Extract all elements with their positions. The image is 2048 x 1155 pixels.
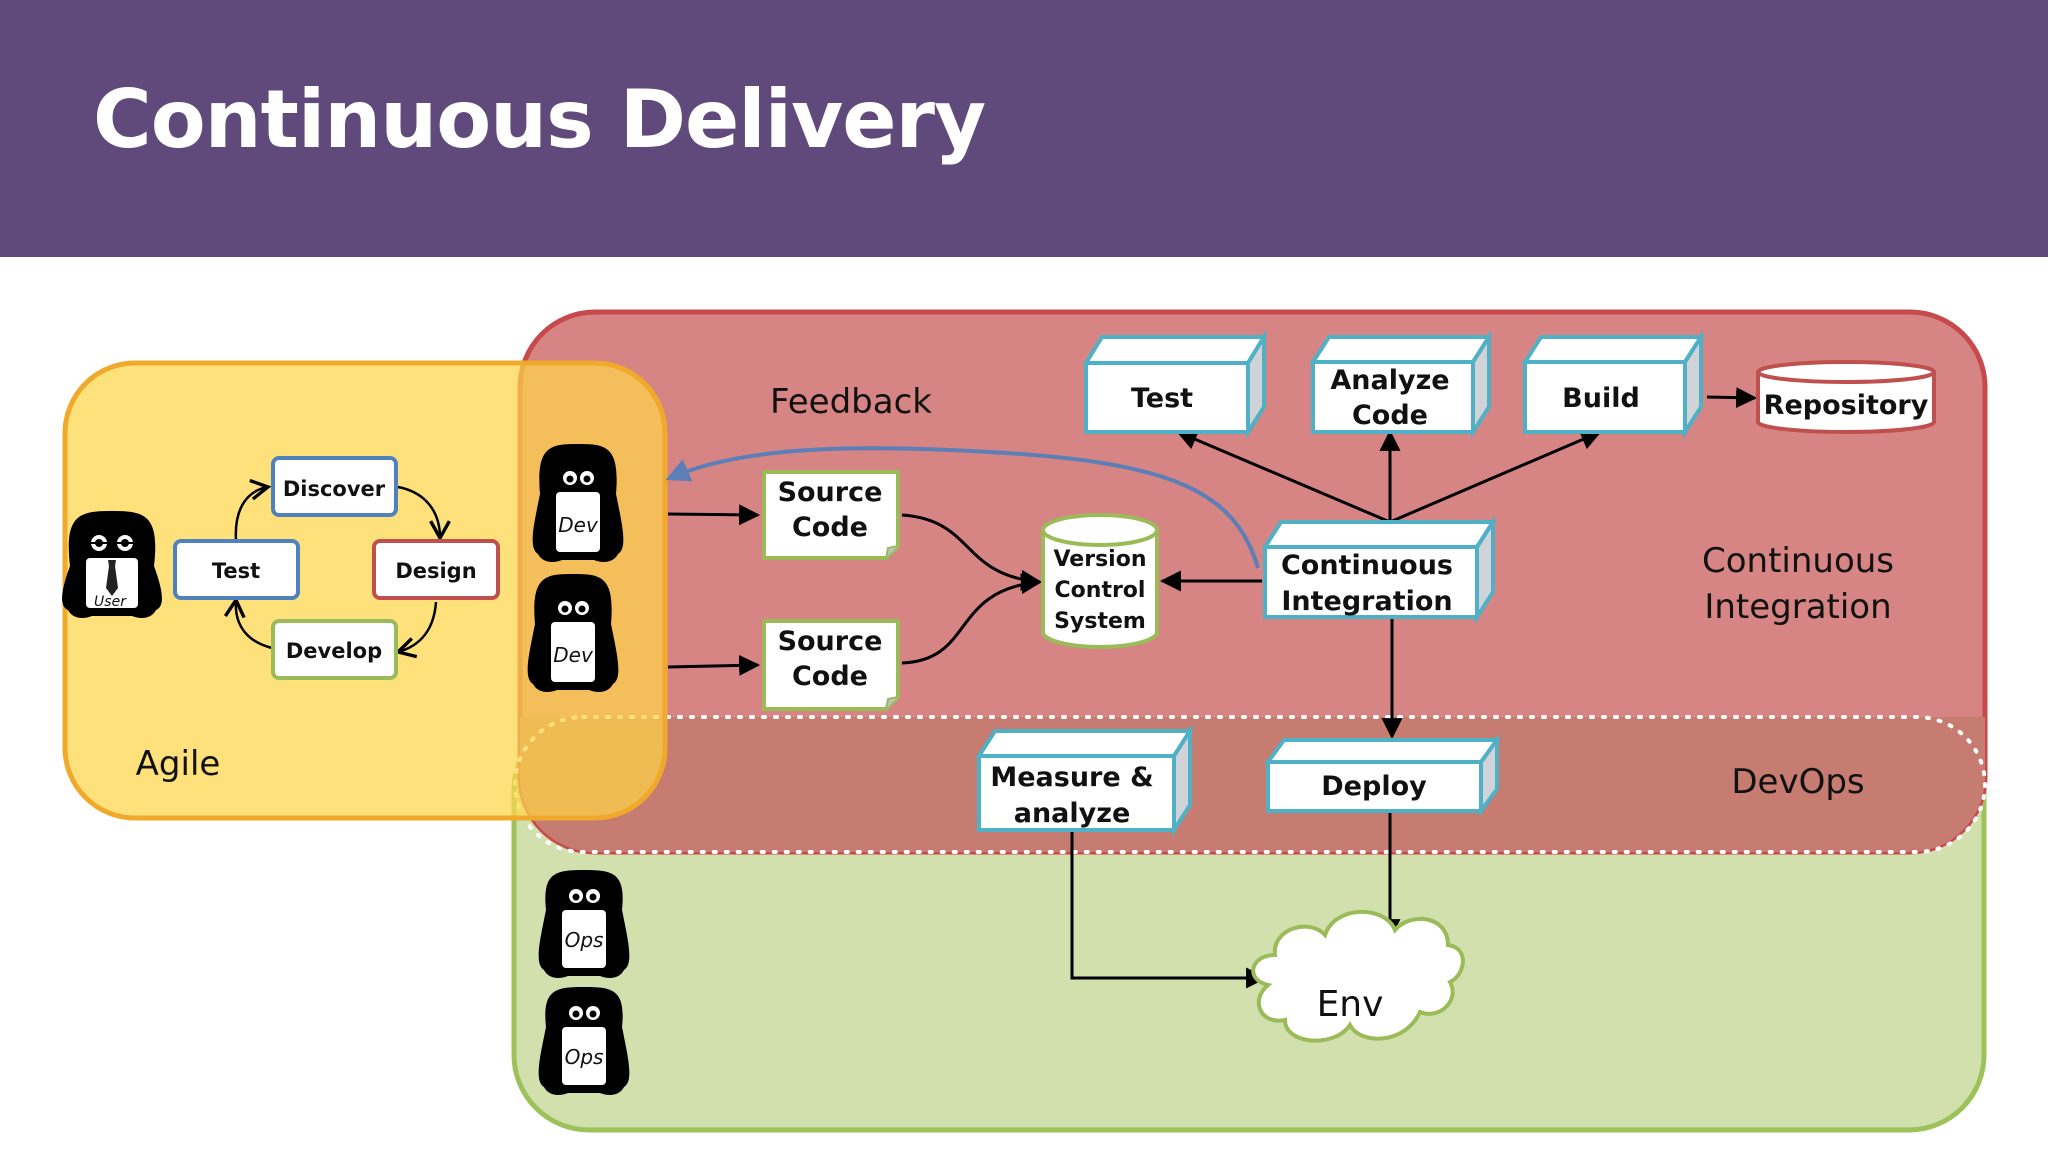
vcs-line1: Version (1053, 547, 1146, 572)
ci-box-line2: Integration (1281, 586, 1452, 617)
develop-label: Develop (286, 639, 382, 663)
continuous-integration-box: Continuous Integration (1261, 515, 1497, 624)
env-cloud-icon: Env (1251, 909, 1465, 1043)
vcs-line2: Control (1055, 578, 1146, 603)
ops-2-label: Ops (565, 1045, 604, 1069)
dev-icon-1: Dev (532, 444, 624, 562)
dev-2-label: Dev (553, 643, 594, 667)
analyze-code-box: Analyze Code (1309, 330, 1493, 439)
devops-label: DevOps (1731, 762, 1864, 802)
source-code-doc-2: Source Code (762, 619, 900, 711)
feedback-arrow (665, 446, 1260, 569)
source-code-2-line1: Source (778, 626, 883, 657)
discover-box: Discover (271, 456, 398, 517)
dev-1-label: Dev (558, 513, 599, 537)
test-agile-label: Test (212, 559, 260, 583)
measure-line1: Measure & (990, 762, 1153, 793)
ops-icon-2: Ops (538, 987, 630, 1095)
feedback-label: Feedback (770, 382, 932, 422)
measure-line2: analyze (1014, 798, 1131, 829)
slide-title: Continuous Delivery (93, 73, 986, 166)
ops-icon-1: Ops (538, 870, 630, 978)
test-box-agile: Test (173, 539, 300, 600)
user-icon: User (62, 511, 162, 618)
build-label: Build (1562, 383, 1640, 414)
source-code-1-line2: Code (792, 512, 868, 543)
devops-band (520, 717, 1985, 852)
repository-label: Repository (1764, 390, 1929, 421)
user-label: User (94, 594, 127, 610)
test-label: Test (1131, 383, 1193, 414)
agile-label: Agile (136, 744, 221, 784)
build-box: Build (1521, 330, 1705, 439)
ci-region-label-line1: Continuous (1702, 541, 1894, 581)
analyze-line1: Analyze (1330, 365, 1449, 396)
version-control-cylinder: Version Control System (1041, 513, 1159, 649)
source-code-doc-1: Source Code (762, 470, 900, 560)
discover-label: Discover (283, 477, 386, 501)
vcs-line3: System (1054, 609, 1146, 634)
repository-cylinder: Repository (1756, 360, 1936, 434)
ci-region-label-line2: Integration (1704, 587, 1891, 627)
measure-analyze-box: Measure & analyze (975, 724, 1194, 837)
deploy-box: Deploy (1264, 733, 1501, 818)
design-box: Design (372, 539, 500, 600)
deploy-label: Deploy (1321, 771, 1427, 802)
develop-box: Develop (271, 619, 398, 680)
test-box: Test (1082, 329, 1268, 439)
agile-cycle: Discover Design Develop Test (173, 456, 500, 680)
design-label: Design (395, 559, 476, 583)
ci-box-line1: Continuous (1281, 550, 1453, 581)
ops-1-label: Ops (565, 928, 604, 952)
dev-icon-2: Dev (527, 574, 619, 692)
source-code-2-line2: Code (792, 661, 868, 692)
env-label: Env (1317, 984, 1384, 1025)
source-code-1-line1: Source (778, 477, 883, 508)
title-bar: Continuous Delivery (0, 0, 2048, 257)
analyze-line2: Code (1352, 400, 1428, 431)
